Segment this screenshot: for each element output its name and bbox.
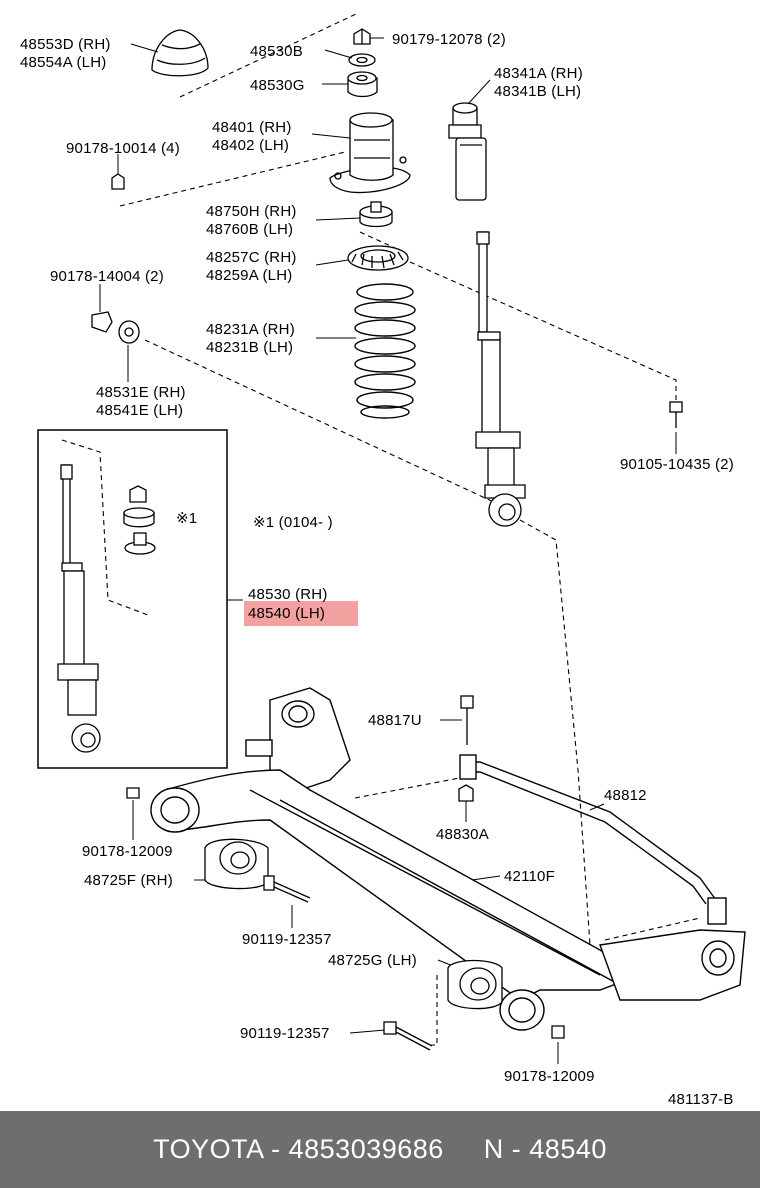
bushing-lh-icon <box>447 959 503 1010</box>
label-48259a: 48259A (LH) <box>206 267 293 284</box>
parts-diagram <box>37 13 746 1064</box>
nut-rh-icon <box>126 787 140 799</box>
bushing-rh-icon <box>204 838 269 890</box>
label-48231b: 48231B (LH) <box>206 339 294 356</box>
retainer-washer-icon <box>118 320 140 344</box>
label-90178-12009-a: 90178-12009 <box>82 843 173 860</box>
spring-insulator-icon <box>347 245 409 271</box>
label-48231a: 48231A (RH) <box>206 321 295 338</box>
label-90119-12357-a: 90119-12357 <box>242 931 332 948</box>
bolt-rh-icon <box>263 875 311 903</box>
highlight-box <box>244 601 358 626</box>
label-42110f: 42110F <box>504 868 555 885</box>
label-48341b: 48341B (LH) <box>494 83 582 100</box>
stabilizer-bolt-icon <box>460 695 474 745</box>
label-48401: 48401 (RH) <box>212 119 292 136</box>
bound-stopper-icon <box>359 201 393 228</box>
label-48257c: 48257C (RH) <box>206 249 297 266</box>
stabilizer-bar-icon <box>459 754 727 925</box>
label-48553d: 48553D (RH) <box>20 36 111 53</box>
label-90119-12357-b: 90119-12357 <box>240 1025 330 1042</box>
nut-lh-icon <box>551 1025 565 1039</box>
label-note1-range: ※1 (0104- ) <box>253 514 333 531</box>
spring-upper-seat-icon <box>329 112 411 194</box>
inset-bushing-icon <box>123 507 155 528</box>
label-48725g: 48725G (LH) <box>328 952 417 969</box>
inset-box <box>37 429 228 769</box>
bushing-icon <box>347 71 378 98</box>
label-48530b: 48530B <box>250 43 303 60</box>
inset-retainer-icon <box>124 532 156 555</box>
inset-nut-icon <box>129 485 147 503</box>
label-48530g: 48530G <box>250 77 305 94</box>
stabilizer-nut-icon <box>458 784 474 802</box>
inset-shock-absorber-icon <box>57 464 101 753</box>
coil-spring-icon <box>354 283 416 419</box>
label-90178-14004: 90178-14004 (2) <box>50 268 164 285</box>
leader-lines <box>99 37 677 1064</box>
label-90179-12078: 90179-12078 (2) <box>392 31 506 48</box>
bolt-icon <box>669 401 683 428</box>
footer-text: TOYOTA - 4853039686 N - 48540 <box>153 1134 607 1164</box>
label-48402: 48402 (LH) <box>212 137 290 154</box>
upper-insulator-icon <box>151 29 209 77</box>
bump-stop-boot-icon <box>448 102 487 201</box>
label-48341a: 48341A (RH) <box>494 65 583 82</box>
label-48554a: 48554A (LH) <box>20 54 107 71</box>
label-48812: 48812 <box>604 787 647 804</box>
shock-absorber-icon <box>475 231 526 527</box>
washer-icon <box>348 53 376 67</box>
label-48725f: 48725F (RH) <box>84 872 173 889</box>
label-48530: 48530 (RH) <box>248 586 328 603</box>
label-48817u: 48817U <box>368 712 422 729</box>
label-48750h: 48750H (RH) <box>206 203 297 220</box>
footer-bar: TOYOTA - 4853039686 N - 48540 <box>0 1111 760 1188</box>
diagram-id: 481137-B <box>668 1091 734 1108</box>
bolt-nut-icon <box>91 311 113 333</box>
label-note1: ※1 <box>176 510 198 527</box>
nut-icon <box>353 28 371 45</box>
label-48830a: 48830A <box>436 826 489 843</box>
label-48531e: 48531E (RH) <box>96 384 186 401</box>
axle-beam-icon <box>150 687 746 1031</box>
label-48540: 48540 (LH) <box>248 605 326 622</box>
bolt-lh-icon <box>383 1021 433 1051</box>
label-48541e: 48541E (LH) <box>96 402 184 419</box>
nut-small-icon <box>111 173 125 190</box>
label-90105-10435: 90105-10435 (2) <box>620 456 734 473</box>
label-90178-12009-b: 90178-12009 <box>504 1068 595 1085</box>
dashed-guides <box>61 13 701 1046</box>
label-90178-10014: 90178-10014 (4) <box>66 140 180 157</box>
label-48760b: 48760B (LH) <box>206 221 294 238</box>
